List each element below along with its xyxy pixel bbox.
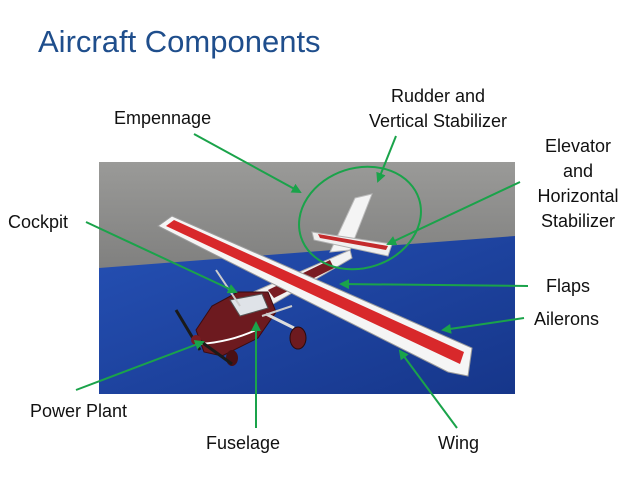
main-wing-stripe [166, 220, 464, 364]
wing-arrow [398, 349, 458, 429]
label-elevator-line-2: and [562, 161, 594, 181]
elevator-arrow [386, 181, 521, 246]
label-rudder: Rudder and Vertical Stabilizer [356, 84, 520, 134]
rudder-arrow [376, 135, 397, 183]
label-rudder-line-1: Rudder and [390, 86, 486, 106]
label-flaps: Flaps [546, 276, 591, 296]
slide-title: Aircraft Components [38, 24, 321, 59]
flaps-arrow [339, 279, 529, 290]
empennage-arrow [193, 133, 302, 193]
label-elevator-line-3: Horizontal [537, 186, 619, 206]
cockpit-arrow [85, 221, 238, 294]
empennage-ellipse [298, 165, 422, 271]
label-fuselage: Fuselage [206, 433, 281, 453]
label-elevator-line-1: Elevator [544, 136, 612, 156]
label-power-plant: Power Plant [30, 401, 128, 421]
horizontal-stabilizer-stripe [318, 234, 388, 250]
label-elevator-line-4: Stabilizer [540, 211, 616, 231]
power-plant-arrow [75, 340, 205, 391]
ailerons-arrow [441, 317, 525, 334]
label-cockpit: Cockpit [8, 212, 69, 232]
label-wing: Wing [438, 433, 480, 453]
label-rudder-line-2: Vertical Stabilizer [368, 111, 508, 131]
label-ailerons: Ailerons [534, 309, 600, 329]
label-empennage: Empennage [114, 108, 212, 128]
label-elevator: Elevator and Horizontal Stabilizer [528, 134, 628, 234]
cockpit-windows [229, 293, 269, 317]
